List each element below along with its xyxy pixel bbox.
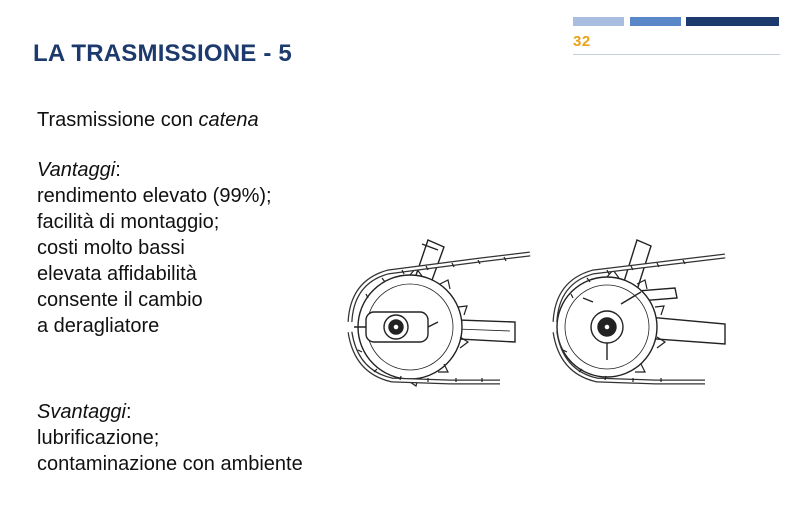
pros-item: elevata affidabilità xyxy=(37,263,197,285)
intro-line: Trasmissione con catena xyxy=(37,107,259,133)
cons-item: contaminazione con ambiente xyxy=(37,453,303,475)
header-bar-mid xyxy=(630,17,681,26)
header-bar-light xyxy=(573,17,624,26)
chain-drive-illustration xyxy=(347,239,726,387)
pros-item: rendimento elevato (99%); xyxy=(37,185,272,207)
intro-prefix: Trasmissione con xyxy=(37,109,199,131)
cons-heading: Svantaggi xyxy=(37,401,126,423)
left-derailleur-clamp xyxy=(354,311,439,343)
right-derailleur-hub xyxy=(582,291,642,360)
right-chain xyxy=(552,253,726,385)
pros-heading: Vantaggi xyxy=(37,159,116,181)
pros-list: Vantaggi: rendimento elevato (99%); faci… xyxy=(37,157,272,339)
left-chainring-drawing xyxy=(347,239,531,387)
header-rule xyxy=(573,54,780,55)
pros-item: facilità di montaggio; xyxy=(37,211,220,233)
pros-item: a deragliatore xyxy=(37,315,160,337)
pros-item: consente il cambio xyxy=(37,289,203,311)
pros-item: costi molto bassi xyxy=(37,237,185,259)
pros-heading-colon: : xyxy=(115,159,121,181)
cons-item: lubrificazione; xyxy=(37,427,160,449)
header-bar-dark xyxy=(686,17,779,26)
intro-emphasis: catena xyxy=(198,109,259,131)
page-number: 32 xyxy=(573,33,591,50)
cons-list: Svantaggi: lubrificazione; contaminazion… xyxy=(37,399,303,477)
left-chain xyxy=(347,251,531,385)
cons-heading-colon: : xyxy=(125,401,132,423)
right-chainring-drawing xyxy=(552,239,726,385)
slide-title: LA TRASMISSIONE - 5 xyxy=(33,40,292,67)
